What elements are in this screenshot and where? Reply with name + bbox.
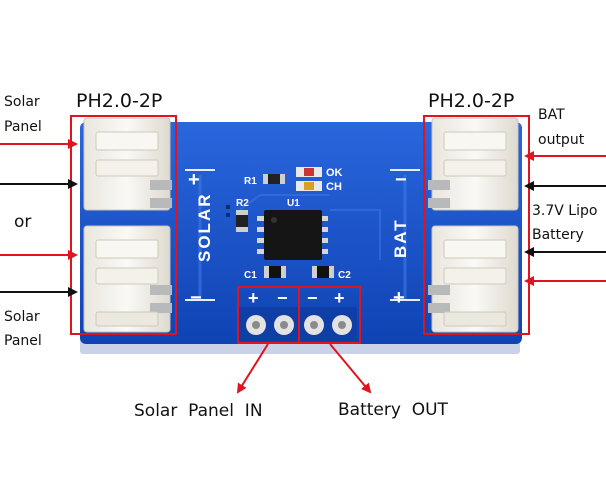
chip-u1 (257, 210, 328, 260)
right-connector-box (423, 115, 530, 335)
silk-r1: R1 (244, 176, 257, 187)
silk-c1: C1 (244, 270, 257, 281)
label-left-connector-type: PH2.0-2P (76, 90, 163, 112)
label-bat-output-1: BAT (538, 107, 565, 123)
silk-ok: OK (326, 167, 343, 179)
silk-minus-left-bottom: − (190, 287, 202, 309)
label-solar-panel-bottom-1: Solar (4, 309, 40, 325)
left-connector-bottom (83, 225, 172, 333)
silk-minus-term-3: − (307, 288, 318, 308)
silk-plus-left-top: + (188, 169, 200, 191)
right-connector-top (428, 117, 519, 211)
silk-bat: BAT (391, 218, 410, 258)
battery-terminal-box (298, 286, 361, 344)
silk-u1: U1 (287, 198, 300, 209)
arrow-battery-out (329, 343, 372, 394)
left-connector-box (70, 115, 177, 335)
bottom-arrows (236, 343, 372, 394)
label-solar-panel-in: Solar Panel IN (134, 401, 263, 421)
silk-plus-term-4: + (334, 288, 345, 308)
silk-c2: C2 (338, 270, 351, 281)
left-connector-top (83, 117, 172, 211)
silk-solar: SOLAR (195, 193, 214, 263)
label-or: or (14, 212, 32, 232)
label-battery-out: Battery OUT (338, 400, 448, 420)
right-arrows (524, 151, 606, 286)
arrow-solar-in (236, 343, 269, 394)
smd-components (226, 167, 334, 278)
label-solar-panel-top-2: Panel (4, 119, 42, 135)
highlight-boxes (70, 115, 530, 344)
label-solar-panel-bottom-2: Panel (4, 333, 42, 349)
silk-plus-term-1: + (248, 288, 259, 308)
silk-minus-term-2: − (277, 288, 288, 308)
label-right-connector-type: PH2.0-2P (428, 90, 515, 112)
silk-r2: R2 (236, 198, 249, 209)
silk-ch: CH (326, 181, 342, 193)
label-solar-panel-top-1: Solar (4, 94, 40, 110)
label-bat-output-2: output (538, 132, 585, 148)
left-arrows (0, 139, 78, 297)
label-lipo-battery-2: Battery (532, 227, 584, 243)
silk-minus-right-top: − (395, 169, 407, 191)
silk-plus-right-bottom: + (393, 287, 405, 309)
right-connector-bottom (428, 225, 519, 333)
label-lipo-battery-1: 3.7V Lipo (532, 203, 598, 219)
